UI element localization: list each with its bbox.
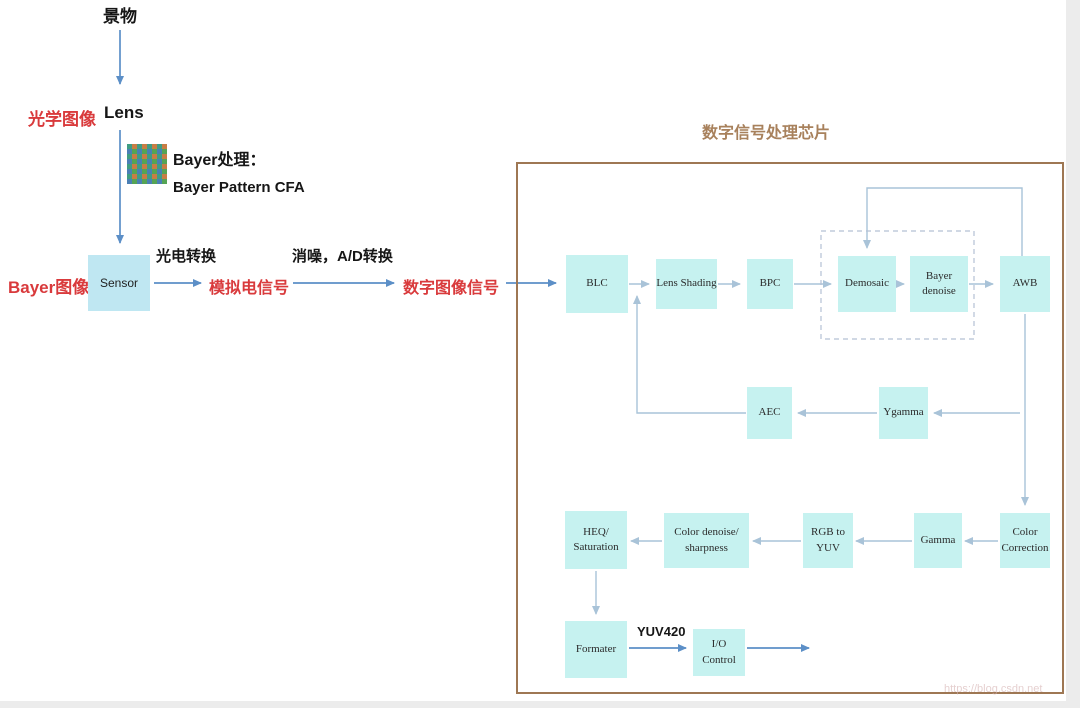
lens-label: Lens <box>104 103 144 122</box>
watermark: https://blog.csdn.net <box>944 683 1043 695</box>
bayer-process-label: Bayer处理： <box>173 152 266 169</box>
sensor-block: Sensor <box>88 255 150 311</box>
block-formater: Formater <box>565 621 627 678</box>
scene-label: 景物 <box>103 7 137 26</box>
denoise-ad-label: 消噪，A/D转换 <box>292 248 393 265</box>
bottom-edge-strip <box>0 701 1080 708</box>
block-aec: AEC <box>747 387 792 439</box>
digital-signal-label: 数字图像信号 <box>403 280 500 297</box>
dsp-chip-border <box>516 162 1064 694</box>
analog-signal-label: 模拟电信号 <box>209 280 290 297</box>
chip-internal-arrows <box>592 187 1029 615</box>
optical-image-label: 光学图像 <box>28 110 96 129</box>
right-edge-strip <box>1066 0 1080 708</box>
block-io-control: I/O Control <box>693 629 745 676</box>
block-gamma: Gamma <box>914 513 962 568</box>
block-color-correction: Color Correction <box>1000 513 1050 568</box>
block-blc: BLC <box>566 255 628 313</box>
block-bayer-denoise: Bayer denoise <box>910 256 968 312</box>
block-rgb-to-yuv: RGB to YUV <box>803 513 853 568</box>
chip-title: 数字信号处理芯片 <box>702 125 831 142</box>
block-ygamma: Ygamma <box>879 387 928 439</box>
block-bpc: BPC <box>747 259 793 309</box>
block-demosaic: Demosaic <box>838 256 896 312</box>
bayer-pattern-cfa-label: Bayer Pattern CFA <box>173 179 305 196</box>
block-heq-saturation: HEQ/ Saturation <box>565 511 627 569</box>
bayer-pattern-icon <box>127 144 167 184</box>
bayer-image-label: Bayer图像 <box>8 278 90 297</box>
demosaic-dashed-group <box>820 230 975 340</box>
block-lens-shading: Lens Shading <box>656 259 717 309</box>
block-color-denoise: Color denoise/ sharpness <box>664 513 749 568</box>
yuv420-label: YUV420 <box>637 624 686 639</box>
photoelectric-label: 光电转换 <box>156 248 217 265</box>
main-flow-arrows <box>116 30 810 652</box>
block-awb: AWB <box>1000 256 1050 312</box>
